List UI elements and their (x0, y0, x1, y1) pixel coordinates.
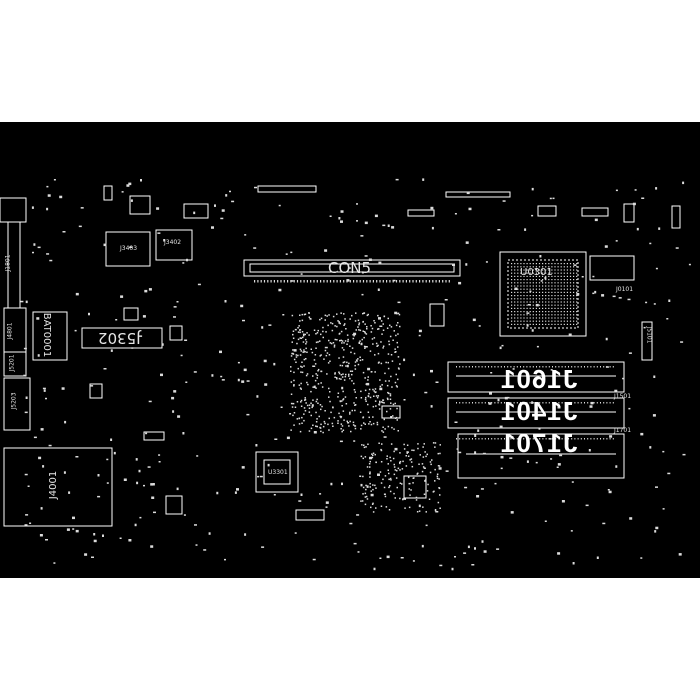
u3301-label: U3301 (268, 469, 288, 476)
j5203-label: J5203 (10, 392, 18, 410)
j3403-label: J3403 (120, 245, 138, 252)
u0301-socket (499, 251, 587, 337)
j1501-label: J1501 (614, 393, 632, 400)
u0301-label: U0301 (520, 267, 553, 278)
con5-label: CON5 (328, 259, 372, 277)
j1601-label: J1601 (500, 364, 578, 394)
j5101-label: J5101 (645, 326, 653, 344)
j3402-label: J3402 (164, 239, 182, 246)
j1401-label: J1401 (500, 396, 578, 426)
u3301-chip (255, 451, 299, 493)
j5302-connector (81, 327, 163, 349)
pcb-board: CON5 BAT0001 J5302 J4001 U0301 J1601 J14… (0, 122, 700, 578)
j5201-label: J5201 (8, 354, 16, 372)
mem-slot-1 (447, 361, 625, 393)
bat-label: BAT0001 (41, 312, 53, 358)
j3402-connector (155, 229, 193, 261)
battery-connector (32, 311, 68, 361)
j3403-connector (105, 231, 151, 267)
component-field (20, 178, 691, 571)
con5-connector (243, 259, 461, 277)
j1701-small-label: J1701 (614, 427, 632, 434)
j1701-label: J1701 (500, 428, 578, 458)
j1801-label: J1801 (4, 254, 12, 272)
board-outline-art (0, 178, 691, 571)
j4001-connector (3, 447, 113, 527)
j0101-label: J0101 (616, 286, 634, 293)
j4801-label: J4801 (6, 322, 14, 340)
mem-slot-3 (457, 433, 625, 479)
j4001-label: J4001 (48, 470, 60, 500)
mem-slot-2 (447, 397, 625, 429)
j5302-label: J5302 (98, 329, 141, 347)
